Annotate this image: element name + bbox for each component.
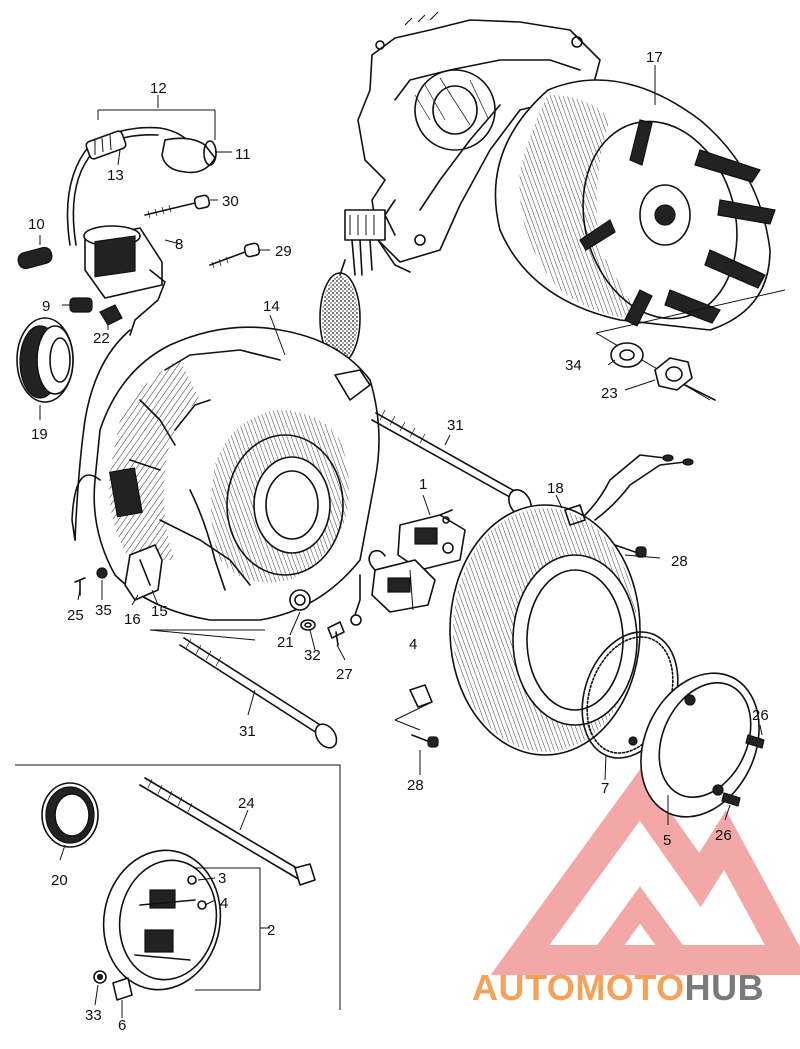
callout-22: 22	[93, 330, 110, 347]
callout-31b: 31	[239, 723, 256, 740]
leader-lines	[39, 65, 763, 1018]
connector-harness	[319, 209, 411, 381]
callout-31a: 31	[447, 417, 464, 434]
engine-case-cover	[357, 11, 601, 263]
long-bolt-24	[139, 777, 316, 886]
part-10-plug	[17, 246, 53, 270]
nut-23	[654, 357, 716, 401]
watermark-hub: HUB	[685, 967, 765, 1008]
callout-24: 24	[238, 795, 255, 812]
through-bolt-31-lower	[179, 637, 338, 749]
callout-18: 18	[547, 480, 564, 497]
inset-frame	[15, 764, 341, 1010]
callout-6: 6	[118, 1017, 126, 1034]
callout-11: 11	[235, 146, 251, 163]
callout-20: 20	[51, 872, 68, 889]
callout-28a: 28	[671, 553, 688, 570]
callout-4b: 4	[409, 636, 417, 653]
part-22-clip	[99, 304, 123, 326]
washer-34	[610, 342, 644, 368]
watermark-automoto: AUTOMOTO	[472, 967, 685, 1008]
watermark-text: AUTOMOTOHUB	[472, 967, 764, 1008]
callout-3: 3	[218, 870, 226, 887]
callout-15: 15	[151, 603, 168, 620]
svg-text:AUTOMOTOHUB: AUTOMOTOHUB	[472, 967, 764, 1008]
brush-holder	[350, 509, 466, 626]
callout-32: 32	[304, 647, 321, 664]
callout-7: 7	[601, 780, 609, 797]
callout-1: 1	[419, 476, 427, 493]
callout-28b: 28	[407, 777, 424, 794]
callout-27: 27	[336, 666, 353, 683]
callout-16: 16	[124, 611, 141, 628]
callout-17: 17	[646, 49, 663, 66]
callout-26b: 26	[715, 827, 732, 844]
screw-26-upper	[745, 734, 765, 749]
callout-30: 30	[222, 193, 239, 210]
callout-4a: 4	[220, 895, 228, 912]
oil-seal-20	[41, 782, 99, 848]
callout-14: 14	[263, 298, 280, 315]
callout-labels: 1 2 3 4 4 5 6 7 8 9 10 11 12 13 14 15 16…	[28, 49, 769, 1034]
callout-12: 12	[150, 80, 167, 97]
callout-21: 21	[277, 634, 294, 651]
part-9-sleeve	[69, 297, 93, 313]
callout-26a: 26	[752, 707, 769, 724]
ht-lead-cap	[66, 126, 217, 246]
screw-26-lower	[721, 792, 741, 807]
field-coil-18	[409, 454, 694, 756]
stator-housing	[71, 326, 380, 621]
callout-23: 23	[601, 385, 618, 402]
callout-9: 9	[42, 298, 50, 315]
callout-19: 19	[31, 426, 48, 443]
callout-35: 35	[95, 602, 112, 619]
callout-2: 2	[267, 922, 275, 939]
brush-plate-2	[102, 849, 222, 991]
screws-33-6	[93, 970, 133, 1001]
ignition-coil	[83, 225, 166, 336]
callout-13: 13	[107, 167, 124, 184]
callout-10: 10	[28, 216, 45, 233]
callout-33: 33	[85, 1007, 102, 1024]
callout-25: 25	[67, 607, 84, 624]
end-cover-5	[640, 672, 760, 818]
callout-34: 34	[565, 357, 582, 374]
callout-29: 29	[275, 243, 292, 260]
callout-8: 8	[175, 236, 183, 253]
watermark-logo	[490, 769, 800, 975]
small-fasteners	[74, 544, 345, 646]
rotor-assembly	[494, 79, 776, 331]
screws-28	[411, 544, 647, 748]
part-19-bearing	[16, 317, 74, 403]
bolts-29-30	[144, 194, 261, 269]
callout-5: 5	[663, 832, 671, 849]
